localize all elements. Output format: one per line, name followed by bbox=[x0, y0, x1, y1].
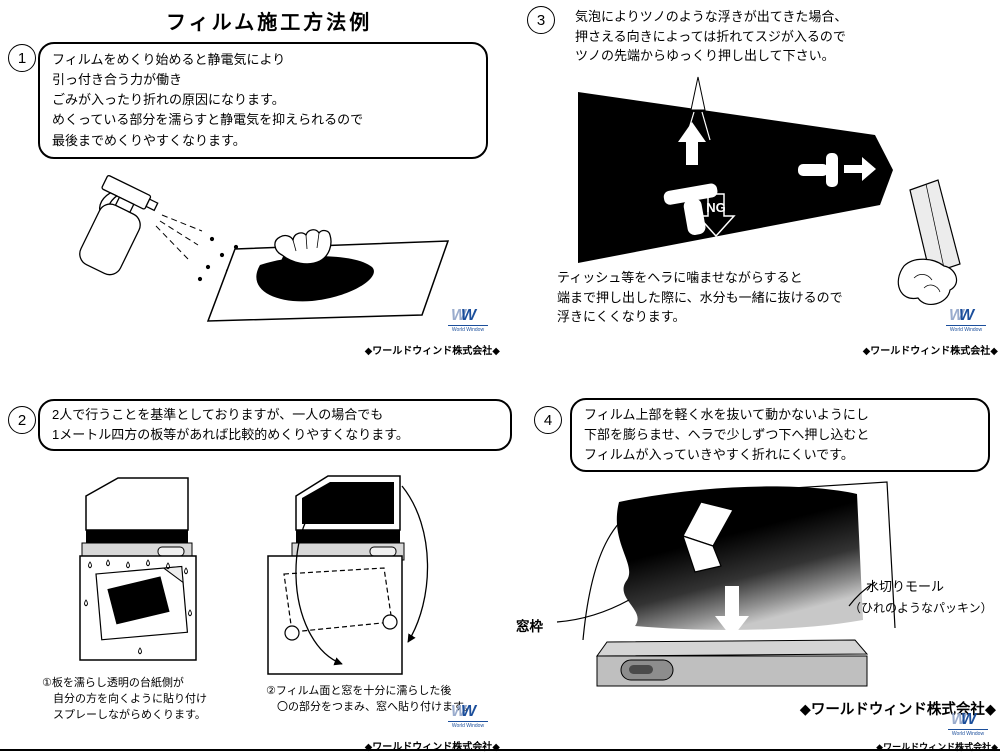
worldwind-logo: W W World Window bbox=[948, 712, 988, 742]
logo-w-blue: W bbox=[959, 307, 975, 324]
section-1-illustration bbox=[79, 175, 450, 322]
logo-w-gray: W bbox=[951, 711, 967, 728]
hand bbox=[274, 229, 332, 265]
logo-caption: World Window bbox=[448, 325, 488, 333]
company-name: ◆ワールドウィンド株式会社◆ bbox=[876, 742, 998, 752]
label-drip-molding-sub: （ひれのようなパッキン） bbox=[849, 601, 993, 615]
applied-film bbox=[302, 482, 394, 524]
film-roll-band bbox=[86, 530, 188, 543]
fold-corner bbox=[162, 565, 184, 584]
film-gradient bbox=[616, 486, 863, 630]
worldwind-logo: W W World Window bbox=[448, 308, 488, 338]
rotation-arrows bbox=[295, 483, 429, 666]
section-2-illustration bbox=[79, 475, 429, 675]
pinch-point-circle bbox=[284, 625, 300, 641]
section-3-illustration: NG bbox=[578, 76, 961, 306]
spray-bottle bbox=[79, 175, 159, 276]
squeegee-right bbox=[798, 153, 838, 187]
section-3-number: 3 bbox=[527, 6, 555, 34]
section-4-number: 4 bbox=[534, 406, 562, 434]
air-horn bbox=[690, 76, 706, 111]
push-arrow-up bbox=[678, 122, 706, 165]
company-name-large: ◆ワールドウィンド株式会社◆ bbox=[799, 702, 996, 718]
worldwind-logo: W W World Window bbox=[946, 308, 986, 338]
section-3-instruction-top: 気泡によりツノのような浮きが出てきた場合、 押さえる向きによっては折れてスジが入… bbox=[575, 9, 848, 63]
logo-caption: World Window bbox=[948, 729, 988, 737]
section-1-number: 1 bbox=[8, 44, 36, 72]
tissue bbox=[897, 258, 958, 306]
film-black-area bbox=[578, 92, 893, 263]
section-2-caption-2: ②フィルム面と窓を十分に濡らした後 〇の部分をつまみ、窓へ貼り付けます。 bbox=[266, 685, 474, 713]
squeegee-with-tissue bbox=[897, 179, 961, 306]
door-handle bbox=[157, 546, 185, 557]
section-2-note: 2人で行うことを基準としておりますが、一人の場合でも 1メートル四方の板等があれ… bbox=[38, 399, 512, 452]
film-flap bbox=[682, 501, 734, 573]
squeegee-up bbox=[663, 183, 718, 235]
push-arrow-right bbox=[844, 157, 876, 181]
logo-caption: World Window bbox=[448, 721, 488, 729]
section-2-number: 2 bbox=[8, 406, 36, 434]
logo-w-blue: W bbox=[961, 711, 977, 728]
push-down-arrow bbox=[715, 586, 749, 638]
label-window-frame: 窓枠 bbox=[516, 619, 543, 634]
door-sill bbox=[596, 639, 869, 687]
leader-molding bbox=[848, 581, 876, 607]
logo-w-gray: W bbox=[451, 307, 467, 324]
logo-caption: World Window bbox=[946, 325, 986, 333]
door-window-left bbox=[81, 477, 193, 561]
logo-w-blue: W bbox=[461, 307, 477, 324]
company-name: ◆ワールドウィンド株式会社◆ bbox=[364, 742, 500, 752]
logo-w-blue: W bbox=[461, 703, 477, 720]
section-3-instruction-bottom: ティッシュ等をヘラに噛ませながらすると 端まで押し出した際に、水分も一緒に抜ける… bbox=[557, 270, 843, 324]
logo-w-gray: W bbox=[949, 307, 965, 324]
page-title: フィルム施工方法例 bbox=[166, 12, 373, 34]
bottom-rule bbox=[0, 749, 1000, 751]
film-on-backing bbox=[95, 565, 189, 641]
ng-label: NG bbox=[706, 200, 726, 215]
company-name: ◆ワールドウィンド株式会社◆ bbox=[862, 346, 998, 357]
ng-arrow-outline bbox=[696, 193, 736, 238]
logo-w-gray: W bbox=[451, 703, 467, 720]
section-4-note: フィルム上部を軽く水を抜いて動かないようにし 下部を膨らませ、ヘラで少しずつ下へ… bbox=[570, 398, 990, 473]
section-1-note: フィルムをめくり始めると静電気により 引っ付き合う力が働き ごみが入ったり折れの… bbox=[38, 42, 488, 159]
section-4-illustration bbox=[556, 481, 896, 687]
door-window-right bbox=[291, 475, 405, 561]
leader-window-frame bbox=[556, 599, 630, 623]
label-drip-molding: 水切りモール bbox=[866, 579, 945, 594]
pinch-point-circle bbox=[382, 614, 398, 630]
section-2-caption-1: ①板を濡らし透明の台紙側が 自分の方を向くように貼り付け スプレーしながらめくり… bbox=[42, 677, 207, 721]
company-name: ◆ワールドウィンド株式会社◆ bbox=[364, 346, 500, 357]
worldwind-logo: W W World Window bbox=[448, 704, 488, 734]
